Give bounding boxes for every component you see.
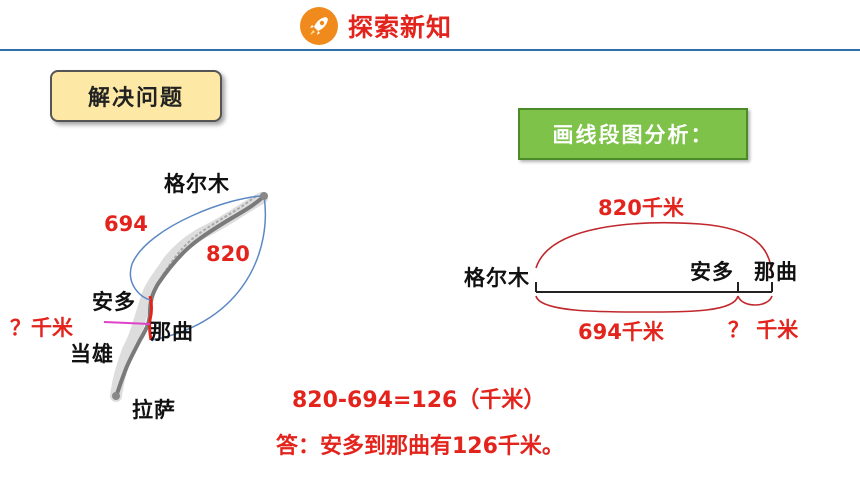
- segment-end-label: 那曲: [754, 260, 798, 284]
- header-divider: [0, 49, 860, 51]
- arc-694: [129, 195, 265, 301]
- terrain-band: [110, 192, 268, 402]
- brace-total: [535, 222, 773, 279]
- city-geermu: 格尔木: [164, 172, 230, 196]
- city-naqu: 那曲: [150, 320, 194, 344]
- topic-label: 解决问题: [50, 70, 222, 122]
- segment-mid-label: 安多: [690, 260, 734, 284]
- part-distance-label: 694千米: [578, 320, 664, 344]
- unknown-distance-line: [103, 321, 151, 325]
- city-lasa: 拉萨: [132, 398, 176, 422]
- page-title: 探索新知: [348, 13, 453, 42]
- total-distance-label: 820千米: [598, 196, 684, 220]
- terrain-line: [161, 195, 257, 277]
- city-anduo: 安多: [92, 290, 136, 314]
- segment-start-label: 格尔木: [464, 266, 530, 290]
- rocket-icon: [300, 7, 338, 45]
- segment-anduo-naqu: [148, 295, 153, 341]
- brace-part: [535, 295, 739, 313]
- city-dot-lasa: [112, 392, 120, 400]
- distance-820: 820: [206, 242, 250, 266]
- city-dot-geermu: [260, 192, 268, 200]
- answer: 答：安多到那曲有126千米。: [276, 434, 564, 459]
- unknown-segment-label: ？ 千米: [728, 318, 799, 342]
- equation: 820-694=126（千米）: [292, 388, 546, 413]
- arc-820: [151, 195, 267, 341]
- page-header: 探索新知: [300, 6, 452, 46]
- brace-unknown: [737, 295, 773, 306]
- analysis-title: 画线段图分析：: [518, 108, 748, 160]
- unknown-distance: ？千米: [10, 316, 73, 340]
- distance-694: 694: [104, 212, 148, 236]
- city-dangxiong: 当雄: [70, 342, 114, 366]
